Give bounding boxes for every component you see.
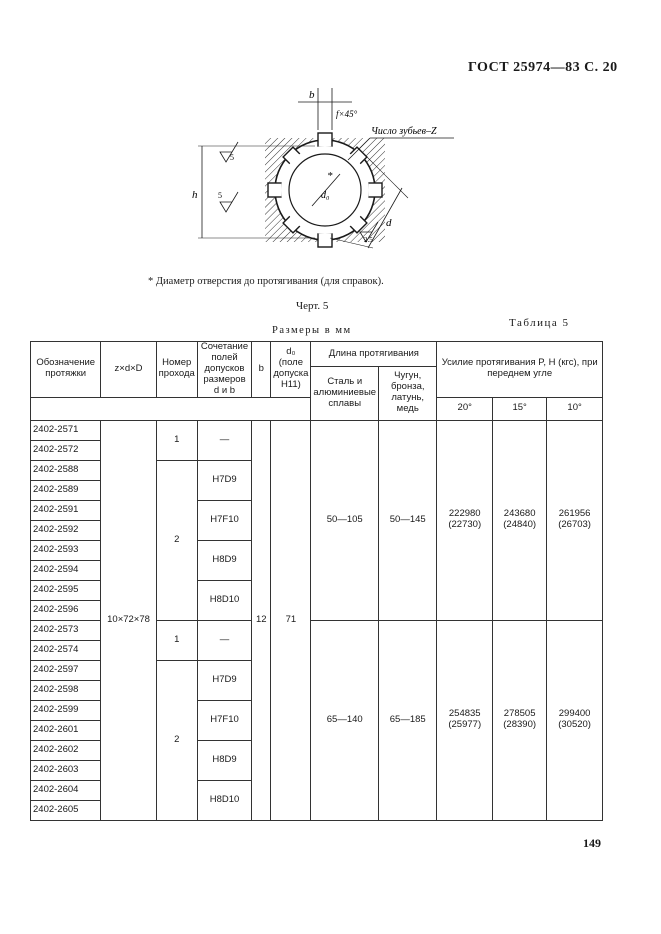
figure-caption: Черт. 5 bbox=[296, 300, 329, 312]
header-angle-10: 10° bbox=[546, 396, 603, 421]
d0-label: d₀ bbox=[321, 190, 330, 201]
d0-dimension-line bbox=[311, 173, 341, 207]
pass-number: 1 bbox=[155, 419, 198, 461]
table-row-designation: 2402-2574 bbox=[29, 639, 102, 661]
pass-number: 2 bbox=[155, 459, 198, 621]
spline-drawing: * d₀ b f×45° Число зубьев–Z h d 5 5 2.5 bbox=[192, 88, 454, 249]
table-row-designation: 2402-2601 bbox=[29, 719, 102, 741]
force-20-value: 222980 (22730) bbox=[436, 419, 494, 621]
table-row-designation: 2402-2589 bbox=[29, 479, 102, 501]
table-row-designation: 2402-2588 bbox=[29, 459, 102, 481]
table-row-designation: 2402-2602 bbox=[29, 739, 102, 761]
page-number: 149 bbox=[583, 836, 601, 850]
table-row-designation: 2402-2598 bbox=[29, 679, 102, 701]
tolerance-cell: H8D9 bbox=[196, 739, 253, 781]
teeth-count-label: Число зубьев–Z bbox=[371, 126, 437, 137]
force-15-value: 278505 (28390) bbox=[492, 619, 548, 821]
length-iron-value: 65—185 bbox=[378, 619, 438, 821]
table-row-designation: 2402-2604 bbox=[29, 779, 102, 801]
roughness-left: 5 bbox=[218, 191, 222, 200]
pass-number: 2 bbox=[155, 659, 198, 821]
h-label: h bbox=[192, 189, 198, 201]
force-15-value: 243680 (24840) bbox=[492, 419, 548, 621]
tolerance-cell: H8D10 bbox=[196, 779, 253, 821]
table-row-designation: 2402-2605 bbox=[29, 799, 102, 821]
header-pass-no: Номер прохода bbox=[155, 341, 198, 398]
pass-number: 1 bbox=[155, 619, 198, 661]
d0-asterisk: * bbox=[327, 170, 333, 182]
inner-circle bbox=[288, 153, 362, 227]
header-angle-15: 15° bbox=[492, 396, 548, 421]
tolerance-cell: H8D9 bbox=[196, 539, 253, 581]
length-iron-value: 50—145 bbox=[378, 419, 438, 621]
table-row-designation: 2402-2595 bbox=[29, 579, 102, 601]
force-10-value: 299400 (30520) bbox=[546, 619, 603, 821]
table-row-designation: 2402-2573 bbox=[29, 619, 102, 641]
header-force-group: Усилие протягивания P, Н (кгс), при пере… bbox=[436, 341, 603, 398]
table-row-designation: 2402-2597 bbox=[29, 659, 102, 681]
roughness-top: 5 bbox=[230, 153, 234, 162]
table-row-designation: 2402-2571 bbox=[29, 419, 102, 441]
tolerance-cell: — bbox=[196, 619, 253, 661]
tolerance-cell: H7D9 bbox=[196, 659, 253, 701]
d0-value: 71 bbox=[270, 419, 312, 821]
header-d0: d₀ (поле допуска H11) bbox=[270, 341, 312, 398]
table-row-designation: 2402-2572 bbox=[29, 439, 102, 461]
table-row-designation: 2402-2592 bbox=[29, 519, 102, 541]
d-label: d bbox=[386, 217, 392, 229]
header-zdD: z×d×D bbox=[100, 341, 157, 398]
force-10-value: 261956 (26703) bbox=[546, 419, 603, 621]
b-label: b bbox=[309, 89, 315, 101]
table-row-designation: 2402-2591 bbox=[29, 499, 102, 521]
table-row-designation: 2402-2603 bbox=[29, 759, 102, 781]
header-b: b bbox=[251, 341, 272, 398]
b-value: 12 bbox=[251, 419, 272, 821]
table-row-designation: 2402-2594 bbox=[29, 559, 102, 581]
page-header: ГОСТ 25974—83 С. 20 bbox=[468, 60, 618, 75]
footnote: * Диаметр отверстия до протягивания (для… bbox=[148, 276, 384, 287]
tolerance-cell: H8D10 bbox=[196, 579, 253, 621]
tolerance-cell: H7D9 bbox=[196, 459, 253, 501]
header-length-steel: Сталь и алюминиевые сплавы bbox=[310, 366, 380, 421]
header-tolerance: Сочетание полей допусков размеров d и b bbox=[196, 341, 253, 398]
force-20-value: 254835 (25977) bbox=[436, 619, 494, 821]
length-steel-value: 65—140 bbox=[310, 619, 380, 821]
header-angle-20: 20° bbox=[436, 396, 494, 421]
tolerance-cell: — bbox=[196, 419, 253, 461]
header-length-iron: Чугун, бронза, латунь, медь bbox=[378, 366, 438, 421]
header-designation: Обозначение протяжки bbox=[29, 341, 102, 398]
broach-table: Обозначение протяжки z×d×D Номер прохода… bbox=[29, 341, 603, 821]
chamfer-label: f×45° bbox=[336, 109, 358, 119]
tolerance-cell: H7F10 bbox=[196, 699, 253, 741]
table-number: Таблица 5 bbox=[509, 317, 570, 329]
roughness-bottom: 2.5 bbox=[364, 236, 373, 244]
tolerance-cell: H7F10 bbox=[196, 499, 253, 541]
table-row-designation: 2402-2593 bbox=[29, 539, 102, 561]
table-row-designation: 2402-2599 bbox=[29, 699, 102, 721]
length-steel-value: 50—105 bbox=[310, 419, 380, 621]
table-row-designation: 2402-2596 bbox=[29, 599, 102, 621]
header-length-group: Длина протягивания bbox=[310, 341, 438, 367]
units-note: Размеры в мм bbox=[272, 325, 352, 336]
zdD-value: 10×72×78 bbox=[100, 419, 157, 821]
